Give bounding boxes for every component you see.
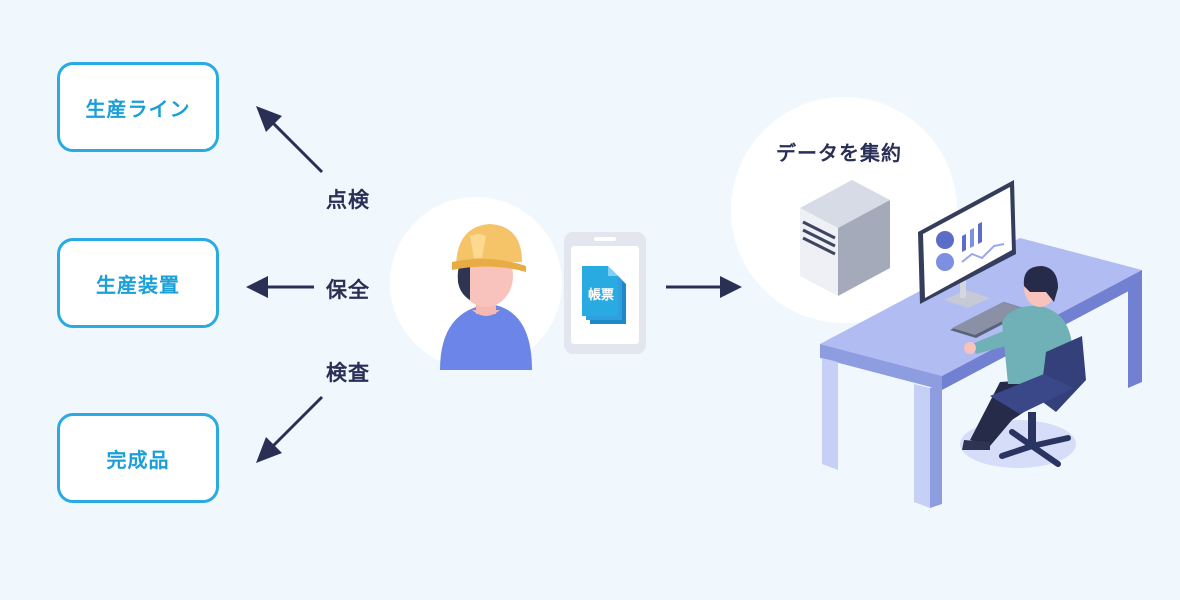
document-icon [582, 266, 626, 324]
finished-product-label: 完成品 [106, 447, 170, 472]
tablet-device [564, 232, 646, 354]
keyboard-illustration [950, 302, 1030, 338]
maintenance-label: 保全 [326, 278, 370, 302]
arrow-to-production-line [256, 106, 324, 174]
office-chair-illustration [990, 336, 1086, 467]
production-equipment-box: 生産装置 [57, 238, 219, 328]
production-line-box: 生産ライン [57, 62, 219, 152]
production-equipment-label: 生産装置 [96, 272, 180, 297]
examination-label: 検査 [326, 361, 370, 385]
desk-illustration [820, 238, 1142, 508]
document-badge-label: 帳票 [587, 288, 614, 303]
production-line-label: 生産ライン [85, 96, 191, 121]
inspection-label: 点検 [326, 188, 370, 212]
server-illustration [800, 180, 890, 296]
monitor-illustration [918, 180, 1016, 308]
arrow-to-production-equipment [246, 276, 314, 298]
worker-illustration [440, 224, 532, 370]
data-aggregation-label: データを集約 [776, 141, 902, 165]
arrow-to-data-aggregation [666, 276, 742, 298]
finished-product-box: 完成品 [57, 413, 219, 503]
hard-hat-icon [452, 224, 526, 272]
arrow-to-finished-product [256, 395, 324, 463]
